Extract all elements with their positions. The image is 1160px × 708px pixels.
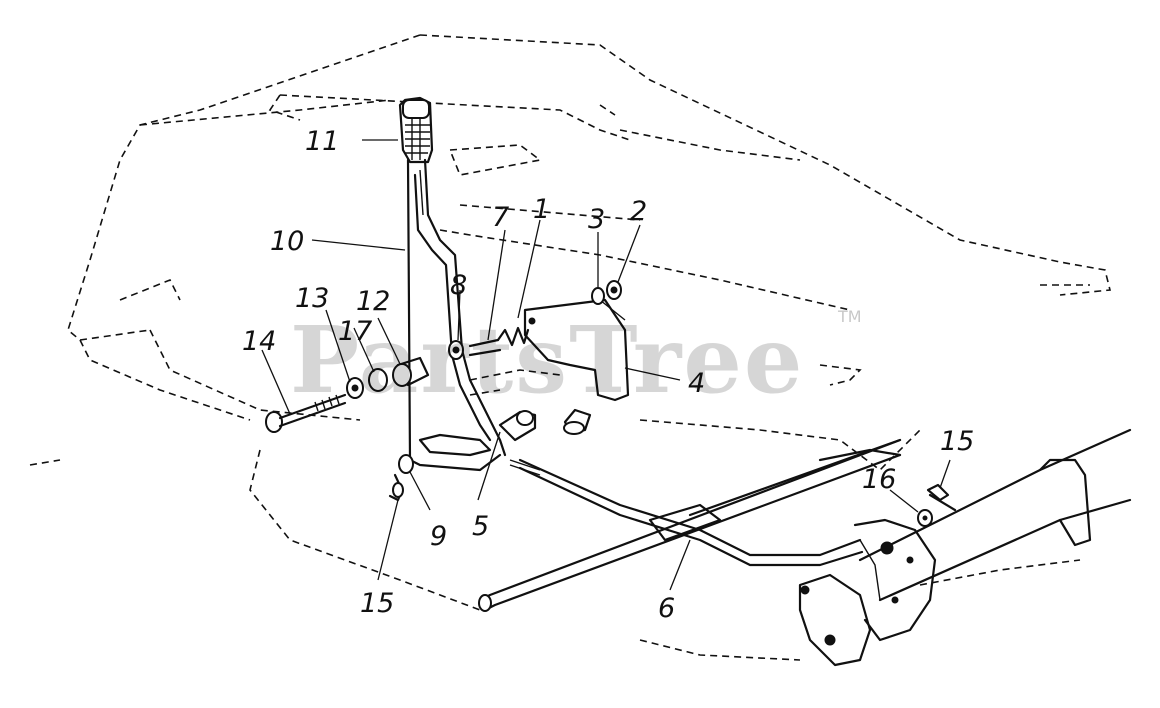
- frame-right: [688, 428, 1132, 602]
- callout-10: 10: [270, 226, 304, 257]
- callout-17: 17: [338, 316, 372, 347]
- part-6-shift-rod: [478, 438, 902, 612]
- part-16-washer: [917, 509, 933, 527]
- callout-13: 13: [295, 283, 329, 314]
- callout-11: 11: [305, 126, 339, 157]
- part-1-spring: [468, 326, 530, 357]
- watermark-trademark: TM: [837, 307, 862, 326]
- callout-2: 2: [630, 196, 647, 227]
- part-5-stud: [498, 408, 592, 442]
- callout-14: 14: [242, 326, 276, 357]
- callout-7: 7: [492, 202, 509, 233]
- part-12-bushing: [392, 356, 430, 387]
- leader-lines: [261, 139, 951, 591]
- part-8-washer: [448, 340, 464, 360]
- grommet: [563, 421, 585, 435]
- part-4-bracket: [523, 298, 630, 402]
- part-9-washer: [398, 454, 414, 474]
- callout-1: 1: [533, 194, 550, 225]
- part-14-bolt: [265, 393, 347, 433]
- pivot-plate: [798, 518, 937, 667]
- callout-15b: 15: [940, 426, 974, 457]
- watermark: PartsTree TM: [290, 306, 862, 414]
- part-3-nut: [591, 287, 605, 305]
- callout-9: 9: [430, 521, 447, 552]
- callout-labels: 11 10 1 7 8 3 2 4 5 6 9 15 13 12 17 14 1…: [242, 126, 974, 624]
- callout-5: 5: [472, 511, 489, 542]
- part-15-cotter-pin-left: [388, 473, 404, 502]
- part-11-knob: [398, 96, 434, 164]
- callout-6: 6: [658, 593, 675, 624]
- part-13-washer: [346, 377, 364, 399]
- callout-3: 3: [588, 204, 605, 235]
- callout-8: 8: [450, 270, 467, 301]
- part-17-spacer: [368, 368, 388, 392]
- part-15-cotter-pin-right: [926, 483, 957, 512]
- watermark-text: PartsTree: [290, 306, 804, 414]
- housing-outline: [29, 34, 1112, 661]
- callout-12: 12: [356, 286, 390, 317]
- callout-15a: 15: [360, 588, 394, 619]
- part-2-washer: [606, 280, 622, 300]
- callout-16: 16: [862, 464, 896, 495]
- callout-4: 4: [688, 368, 705, 399]
